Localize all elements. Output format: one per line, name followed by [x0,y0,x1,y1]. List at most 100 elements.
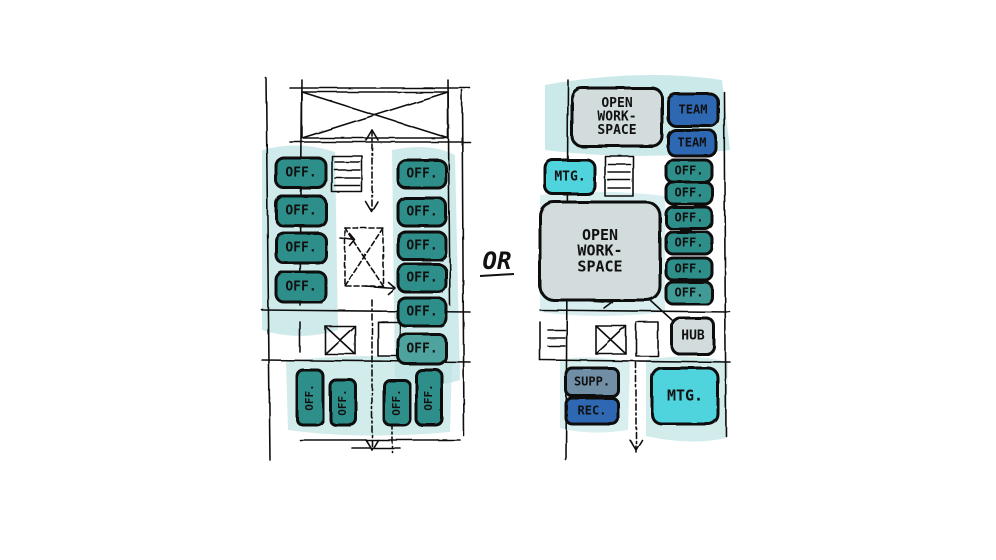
open-workspace-center-label: WORK- [577,242,622,260]
office-a-right-2-shape [396,196,448,228]
open-workspace-top-label: SPACE [597,123,636,138]
office-a-right-4: OFF. [396,262,448,294]
reception-room-shape [564,396,620,426]
plan-b: OPENWORK-SPACETEAMTEAMMTG.OPENWORK-SPACE… [538,75,731,461]
hub-room-shape [670,316,716,356]
office-a-bottom-1-label: OFF. [303,384,316,411]
plan-a-structure [261,77,471,461]
office-b-2-label: OFF. [675,186,704,200]
office-a-right-5-shape [396,296,448,328]
open-workspace-top-label: OPEN [601,96,632,111]
plan-a: OFF.OFF.OFF.OFF. OFF.OFF.OFF.OFF.OFF.OFF… [261,77,471,461]
office-b-5-label: OFF. [675,262,704,276]
open-workspace-center-label: OPEN [582,226,618,244]
office-a-left-3-label: OFF. [285,241,316,256]
team-room-2-label: TEAM [678,136,707,150]
team-room-1-shape [666,92,720,128]
meeting-room-small: MTG. [543,158,597,196]
office-a-bottom-3-label: OFF. [390,389,403,416]
reception-room-label: REC. [578,404,607,418]
office-a-left-3-shape [274,231,328,265]
office-b-4: OFF. [664,230,714,256]
meeting-room-large: MTG. [650,366,720,426]
office-a-bottom-2-label: OFF. [336,389,349,416]
plan-a-right-offices: OFF. OFF. OFF. OFF. OFF. OFF. [396,158,448,366]
office-a-right-6-label: OFF. [406,342,437,357]
office-a-bottom-2-shape [328,378,358,427]
office-a-right-6: OFF. [396,332,448,366]
office-a-bottom-4-shape [414,368,444,427]
office-a-left-1-label: OFF. [285,166,316,181]
or-label: OR [483,247,512,275]
office-b-5-shape [664,256,714,282]
office-a-right-4-label: OFF. [406,271,437,286]
meeting-room-large-shape [650,366,720,426]
office-b-6: OFF. [664,280,714,306]
office-a-left-4-shape [274,270,328,304]
office-a-left-2-shape [274,194,328,228]
team-room-1: TEAM [666,92,720,128]
office-a-right-6-shape [396,332,448,366]
reception-room: REC. [564,396,620,426]
office-b-4-label: OFF. [675,236,704,250]
office-a-bottom-2: OFF. [328,378,358,427]
office-b-2-shape [664,180,714,206]
open-workspace-center-shape [538,200,662,302]
office-a-right-3-shape [396,230,448,262]
office-a-right-3: OFF. [396,230,448,262]
office-a-right-3-label: OFF. [406,239,437,254]
meeting-room-small-label: MTG. [554,170,585,185]
office-a-right-1-shape [396,158,448,190]
office-a-left-2: OFF. [274,194,328,228]
open-workspace-top-shape [570,86,664,148]
office-a-right-1: OFF. [396,158,448,190]
team-room-2-shape [666,128,718,158]
hub-room: HUB [670,316,716,356]
office-a-left-3: OFF. [274,231,328,265]
support-room-label: SUPP. [574,375,610,389]
plan-b-rooms: OPENWORK-SPACETEAMTEAMMTG.OPENWORK-SPACE… [538,86,720,426]
office-b-3: OFF. [664,205,714,231]
or-connector: OR [479,247,515,277]
plan-a-bottom-offices: OFF. OFF. OFF. OFF. [295,368,444,427]
office-b-1: OFF. [664,158,714,184]
office-a-right-2: OFF. [396,196,448,228]
meeting-room-small-shape [543,158,597,196]
support-room-shape [564,366,620,398]
office-a-bottom-3-shape [382,378,412,427]
office-a-bottom-1: OFF. [295,368,325,427]
office-a-bottom-4-label: OFF. [422,384,435,411]
office-a-right-5: OFF. [396,296,448,328]
office-b-3-label: OFF. [675,211,704,225]
team-room-1-label: TEAM [679,103,708,117]
office-b-1-label: OFF. [675,164,704,178]
support-room: SUPP. [564,366,620,398]
office-b-5: OFF. [664,256,714,282]
plan-a-left-offices: OFF. OFF. OFF. OFF. [274,156,328,304]
hub-room-label: HUB [681,329,705,344]
open-workspace-center-label: SPACE [577,257,622,275]
office-a-bottom-3: OFF. [382,378,412,427]
office-a-left-2-label: OFF. [285,204,316,219]
office-a-bottom-4: OFF. [414,368,444,427]
team-room-2: TEAM [666,128,718,158]
office-a-right-1-label: OFF. [406,167,437,182]
office-a-right-2-label: OFF. [406,205,437,220]
office-b-4-shape [664,230,714,256]
meeting-room-large-label: MTG. [667,387,703,405]
office-a-right-4-shape [396,262,448,294]
office-b-2: OFF. [664,180,714,206]
office-b-3-shape [664,205,714,231]
office-b-6-shape [664,280,714,306]
office-a-left-1-shape [274,156,328,190]
office-a-right-5-label: OFF. [406,305,437,320]
office-a-left-4: OFF. [274,270,328,304]
office-a-bottom-1-shape [295,368,325,427]
office-a-left-1: OFF. [274,156,328,190]
office-a-left-4-label: OFF. [285,280,316,295]
office-b-6-label: OFF. [675,286,704,300]
open-workspace-top-label: WORK- [597,110,636,125]
